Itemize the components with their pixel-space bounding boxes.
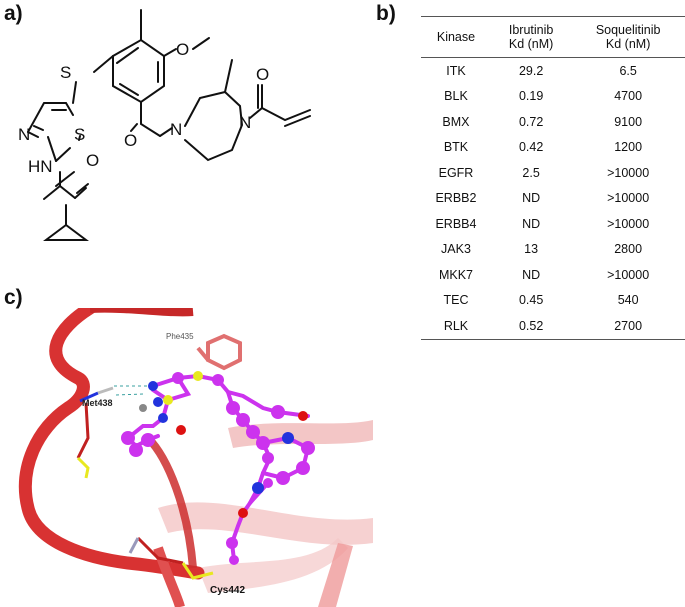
kinase-cell: BTK xyxy=(443,140,469,155)
header-ibrutinib-label: Ibrutinib xyxy=(508,23,554,37)
soquelitinib-kd-cell: 4700 xyxy=(614,89,643,104)
header-ibrutinib-unit: Kd (nM) xyxy=(508,37,554,51)
residue-label-phe: Phe435 xyxy=(166,332,194,341)
kd-table-header-row: Kinase Ibrutinib Kd (nM) Soquelitinib Kd… xyxy=(421,16,685,58)
atom-n-diazepane-1: N xyxy=(170,120,182,139)
residue-label-cys: Cys442 xyxy=(210,585,245,596)
phe435-residue xyxy=(196,333,242,371)
kd-table-row: MKK7 ND >10000 xyxy=(421,262,685,288)
kd-table-row: TEC 0.45 540 xyxy=(421,288,685,314)
ibrutinib-kd-cell: ND xyxy=(522,216,541,231)
header-soquelitinib-unit: Kd (nM) xyxy=(605,37,651,51)
ligand-atoms xyxy=(121,371,315,565)
kinase-cell: EGFR xyxy=(438,165,474,180)
kd-table-row: BMX 0.72 9100 xyxy=(421,109,685,135)
header-kinase-label: Kinase xyxy=(436,30,476,44)
kd-table-row: JAK3 13 2800 xyxy=(421,237,685,263)
atom-s-thioether: S xyxy=(60,63,71,82)
kinase-cell: BLK xyxy=(444,89,468,104)
kd-table-row: ITK 29.2 6.5 xyxy=(421,58,685,84)
soquelitinib-kd-cell: 2800 xyxy=(614,242,643,257)
atom-o-acryl: O xyxy=(256,65,269,84)
kd-table-row: BTK 0.42 1200 xyxy=(421,135,685,161)
header-soquelitinib: Soquelitinib Kd (nM) xyxy=(571,16,685,58)
kinase-cell: RLK xyxy=(421,313,491,340)
soquelitinib-kd-cell: >10000 xyxy=(607,165,650,180)
kd-table-row: ERBB2 ND >10000 xyxy=(421,186,685,212)
ibrutinib-kd-cell: 0.42 xyxy=(518,140,544,155)
ibrutinib-kd-cell: 0.19 xyxy=(518,89,544,104)
soquelitinib-kd-cell: 1200 xyxy=(614,140,643,155)
kinase-cell: ERBB2 xyxy=(435,191,477,206)
ibrutinib-kd-cell: 13 xyxy=(524,242,539,257)
ibrutinib-kd-cell: ND xyxy=(522,267,541,282)
chemical-structure: S O N S HN O O N N O xyxy=(18,9,311,241)
ibrutinib-kd-cell: 0.52 xyxy=(490,313,572,340)
soquelitinib-kd-cell: 6.5 xyxy=(619,63,637,78)
atom-hn: HN xyxy=(28,157,53,176)
kinase-cell: MKK7 xyxy=(438,267,473,282)
panel-c-label: c) xyxy=(4,286,23,309)
atom-o-methoxy: O xyxy=(176,40,189,59)
soquelitinib-kd-cell: 9100 xyxy=(614,114,643,129)
ibrutinib-kd-cell: 0.72 xyxy=(518,114,544,129)
kd-table-row: EGFR 2.5 >10000 xyxy=(421,160,685,186)
kinase-cell: JAK3 xyxy=(441,242,471,257)
soquelitinib-kd-cell: >10000 xyxy=(607,216,650,231)
kinase-cell: ERBB4 xyxy=(435,216,477,231)
header-kinase: Kinase xyxy=(421,16,491,58)
atom-o-amide: O xyxy=(86,151,99,170)
kinase-cell: TEC xyxy=(443,293,469,308)
residue-label-met: Met438 xyxy=(82,398,113,408)
soquelitinib-kd-cell: >10000 xyxy=(607,191,650,206)
kd-table: Kinase Ibrutinib Kd (nM) Soquelitinib Kd… xyxy=(421,16,685,340)
atom-s-thiazole: S xyxy=(74,125,85,144)
kinase-cell: BMX xyxy=(442,114,470,129)
soquelitinib-kd-cell: 2700 xyxy=(571,313,685,340)
soquelitinib-kd-cell: >10000 xyxy=(607,267,650,282)
header-soquelitinib-label: Soquelitinib xyxy=(595,23,661,37)
panel-a-label: a) xyxy=(4,2,23,25)
atom-n-thiazole: N xyxy=(18,125,30,144)
docking-pose-image: Phe435 Met438 Cys442 xyxy=(18,308,373,607)
ibrutinib-kd-cell: ND xyxy=(522,191,541,206)
kinase-cell: ITK xyxy=(446,63,466,78)
ibrutinib-kd-cell: 29.2 xyxy=(518,63,544,78)
soquelitinib-kd-cell: 540 xyxy=(617,293,639,308)
ibrutinib-kd-cell: 2.5 xyxy=(522,165,540,180)
panel-b-label: b) xyxy=(376,2,396,25)
kd-table-row: ERBB4 ND >10000 xyxy=(421,211,685,237)
ibrutinib-kd-cell: 0.45 xyxy=(518,293,544,308)
header-ibrutinib: Ibrutinib Kd (nM) xyxy=(490,16,572,58)
atom-n-diazepane-2: N xyxy=(239,113,251,132)
atom-o-carbonyl: O xyxy=(124,131,137,150)
kd-table-row: BLK 0.19 4700 xyxy=(421,84,685,110)
